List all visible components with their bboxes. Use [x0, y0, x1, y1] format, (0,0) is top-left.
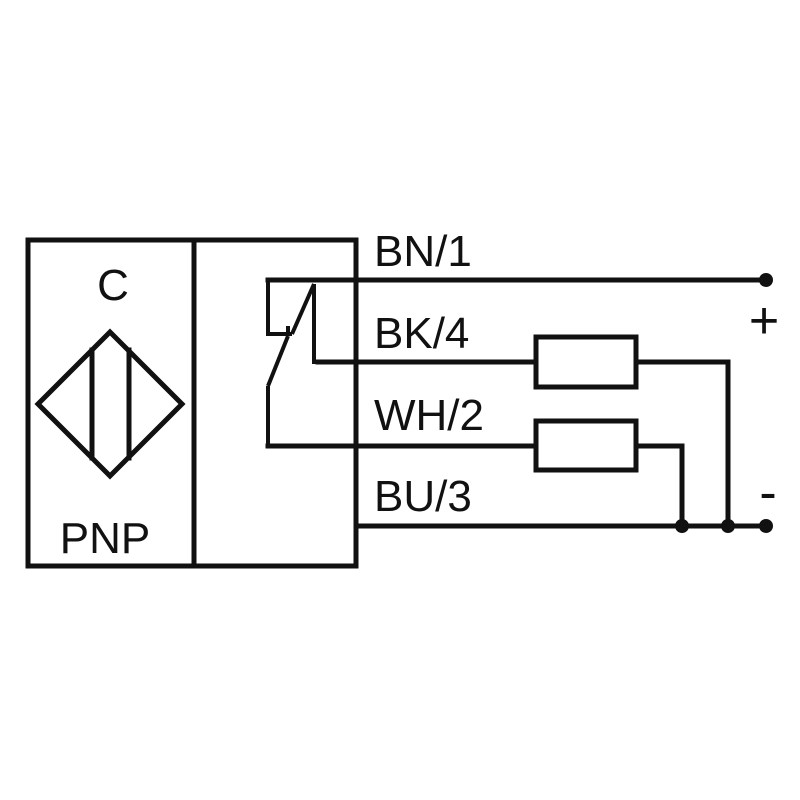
wire-bk-label: BK/4: [374, 309, 469, 358]
sensor-output-label: PNP: [60, 514, 150, 563]
load-resistor-bk-icon: [533, 334, 639, 390]
wire-bn-label: BN/1: [374, 227, 472, 276]
sensor-type-label: C: [97, 261, 129, 310]
supply-positive-label: +: [749, 292, 779, 350]
wire-bu-label: BU/3: [374, 472, 472, 521]
load-return-wh-line: [633, 443, 685, 529]
load-return-bk-line: [633, 359, 731, 529]
supply-negative-label: -: [759, 464, 776, 522]
junction-wh-return-dot: [675, 519, 689, 533]
terminal-positive-dot: [759, 273, 773, 287]
terminal-negative-dot: [759, 519, 773, 533]
capacitive-sensor-icon: [34, 328, 186, 480]
junction-bk-return-dot: [721, 519, 735, 533]
load-resistor-wh-icon: [533, 418, 639, 473]
output-switch-contacts-icon: [266, 280, 320, 446]
wire-wh-label: WH/2: [374, 391, 484, 440]
